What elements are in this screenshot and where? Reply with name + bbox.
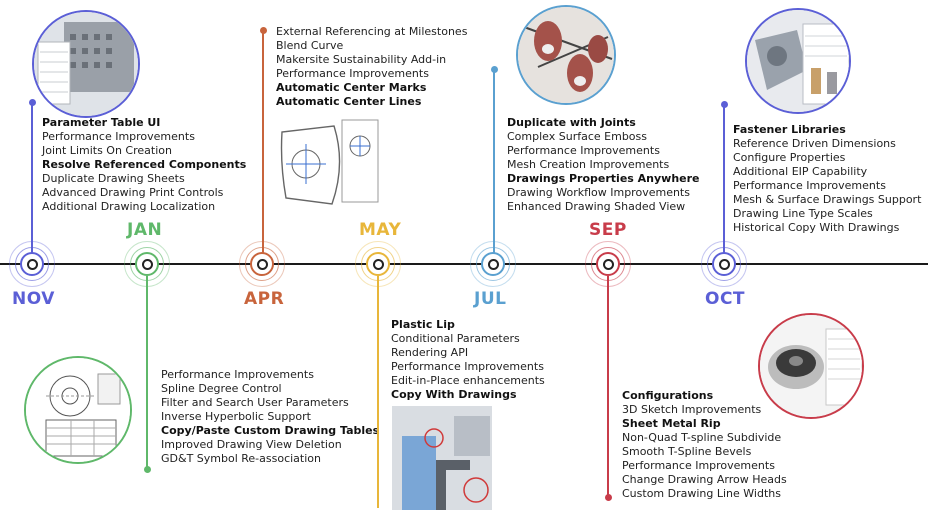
feature-item: Advanced Drawing Print Controls: [42, 186, 224, 199]
month-label-jan: JAN: [127, 220, 163, 240]
feature-item: Mesh & Surface Drawings Support: [733, 193, 922, 206]
sep-stem-dot: [604, 494, 612, 501]
feature-item: Copy With Drawings: [391, 388, 517, 401]
feature-item: Duplicate Drawing Sheets: [42, 172, 185, 185]
center-marks-thumbnail: [272, 112, 382, 216]
feature-item: Rendering API: [391, 346, 469, 359]
feature-item: Custom Drawing Line Widths: [622, 487, 781, 500]
feature-item: Parameter Table UI: [42, 116, 161, 129]
duplicate-joints-thumbnail: [516, 5, 616, 105]
drawing-table-thumbnail: [24, 356, 132, 464]
feature-item: Drawing Line Type Scales: [733, 207, 873, 220]
fastener-libraries-thumbnail: [745, 8, 851, 114]
month-label-sep: SEP: [589, 220, 627, 240]
feature-item: Performance Improvements: [42, 130, 195, 143]
feature-item: Drawing Workflow Improvements: [507, 186, 690, 199]
feature-item: 3D Sketch Improvements: [622, 403, 762, 416]
feature-item: Fastener Libraries: [733, 123, 846, 136]
feature-item: Complex Surface Emboss: [507, 130, 647, 143]
feature-item: External Referencing at Milestones: [276, 25, 468, 38]
feature-item: Performance Improvements: [733, 179, 886, 192]
jan-stem-dot: [143, 466, 151, 473]
may-stem: [377, 276, 379, 508]
configurations-thumbnail: [758, 313, 864, 419]
feature-item: Spline Degree Control: [161, 382, 282, 395]
feature-item: Performance Improvements: [276, 67, 429, 80]
timeline-axis: [0, 263, 928, 265]
plastic-lip-thumbnail: [392, 406, 492, 510]
oct-stem-dot: [720, 101, 728, 108]
feature-item: Resolve Referenced Components: [42, 158, 247, 171]
feature-item: Filter and Search User Parameters: [161, 396, 349, 409]
feature-item: Performance Improvements: [161, 368, 314, 381]
nov-stem: [31, 103, 33, 263]
feature-item: Historical Copy With Drawings: [733, 221, 900, 234]
feature-item: Joint Limits On Creation: [42, 144, 172, 157]
nov-stem-dot: [28, 99, 36, 106]
feature-item: Edit-in-Place enhancements: [391, 374, 545, 387]
apr-stem-dot: [259, 27, 267, 34]
feature-item: Inverse Hyperbolic Support: [161, 410, 311, 423]
feature-item: Sheet Metal Rip: [622, 417, 721, 430]
oct-stem: [723, 105, 725, 253]
feature-item: Configurations: [622, 389, 714, 402]
feature-item: Enhanced Drawing Shaded View: [507, 200, 686, 213]
jan-stem: [146, 276, 148, 470]
parameter-table-thumbnail: [32, 10, 140, 118]
feature-item: Reference Driven Dimensions: [733, 137, 896, 150]
feature-item: Duplicate with Joints: [507, 116, 636, 129]
sep-stem: [607, 276, 609, 498]
month-label-jul: JUL: [474, 289, 507, 309]
feature-item: Smooth T-Spline Bevels: [622, 445, 752, 458]
feature-item: Configure Properties: [733, 151, 846, 164]
feature-item: Additional EIP Capability: [733, 165, 868, 178]
feature-item: Plastic Lip: [391, 318, 455, 331]
month-label-apr: APR: [244, 289, 285, 309]
feature-item: Improved Drawing View Deletion: [161, 438, 342, 451]
feature-item: Conditional Parameters: [391, 332, 520, 345]
feature-item: Change Drawing Arrow Heads: [622, 473, 787, 486]
feature-item: Mesh Creation Improvements: [507, 158, 670, 171]
month-label-may: MAY: [359, 220, 402, 240]
apr-stem: [262, 31, 264, 253]
feature-item: Copy/Paste Custom Drawing Tables: [161, 424, 380, 437]
feature-item: Drawings Properties Anywhere: [507, 172, 700, 185]
month-label-nov: NOV: [12, 289, 55, 309]
feature-item: Automatic Center Marks: [276, 81, 427, 94]
feature-item: Additional Drawing Localization: [42, 200, 216, 213]
feature-item: Performance Improvements: [391, 360, 544, 373]
jul-stem: [493, 70, 495, 253]
feature-item: Performance Improvements: [507, 144, 660, 157]
feature-item: Non-Quad T-spline Subdivide: [622, 431, 782, 444]
feature-item: Makersite Sustainability Add-in: [276, 53, 447, 66]
month-label-oct: OCT: [705, 289, 746, 309]
feature-item: Automatic Center Lines: [276, 95, 422, 108]
feature-item: Performance Improvements: [622, 459, 775, 472]
feature-item: GD&T Symbol Re-association: [161, 452, 321, 465]
jul-stem-dot: [490, 66, 498, 73]
feature-item: Blend Curve: [276, 39, 344, 52]
